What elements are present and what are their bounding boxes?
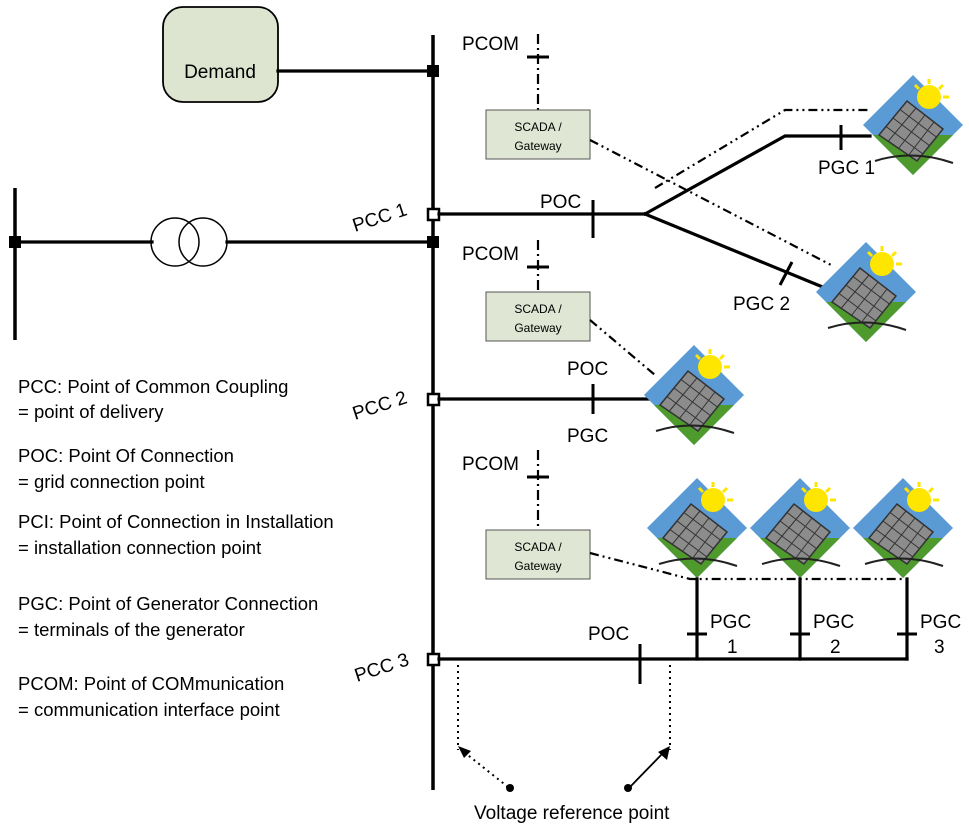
legend-poc-desc: = grid connection point [18, 471, 205, 492]
pv-panel-4 [645, 476, 749, 580]
pcom-label-2: PCOM [462, 244, 519, 265]
comm-line-pv3 [589, 319, 656, 376]
pgc3-3-label: PGC [920, 612, 961, 633]
scada-line1-1: SCADA / [514, 120, 562, 134]
comm-line-pv1 [654, 108, 870, 189]
legend: PCC: Point of Common Coupling = point of… [18, 376, 334, 720]
pv-panel-3 [642, 343, 746, 447]
voltage-ref-dot-right [624, 784, 632, 792]
scada-line1-3: SCADA / [514, 540, 562, 554]
voltage-ref-arrow-right [629, 751, 665, 788]
voltage-ref-dot-left [506, 784, 514, 792]
transformer-winding-1 [150, 217, 200, 267]
scada-gateway-1 [485, 109, 591, 160]
scada-line2-3: Gateway [514, 559, 561, 573]
pcc1-label: PCC 1 [350, 199, 410, 236]
pgc-label-2: PGC [567, 426, 608, 447]
pv-panel-1 [861, 73, 965, 177]
pv-panel-2 [814, 240, 918, 344]
pcc1-node [426, 207, 441, 222]
demand-label: Demand [184, 62, 256, 83]
pcom-label-1: PCOM [462, 34, 519, 55]
pcc3-node [426, 652, 441, 667]
grid-node [9, 236, 21, 248]
comm-line-pv2 [589, 139, 834, 267]
legend-pcc-abbr: PCC: Point of Common Coupling [18, 376, 288, 397]
scada-gateway-3 [485, 529, 591, 580]
pgc3-2-label: PGC [813, 612, 854, 633]
legend-pci-abbr: PCI: Point of Connection in Installation [18, 511, 334, 532]
pgc2-marker [778, 261, 794, 286]
voltage-ref-arrow-left [463, 751, 509, 788]
transformer-bus-node [427, 236, 439, 248]
pcc2-label: PCC 2 [350, 387, 410, 424]
branch-pgc2 [642, 211, 833, 293]
legend-pcom-abbr: PCOM: Point of COMmunication [18, 673, 284, 694]
demand-box [162, 6, 279, 103]
pgc3-1-label: PGC [710, 612, 751, 633]
legend-pci-desc: = installation connection point [18, 537, 261, 558]
pgc1-label: PGC 1 [818, 158, 875, 179]
transformer-winding-2 [178, 217, 228, 267]
voltage-ref-arrowhead-left [458, 746, 471, 758]
legend-pcom-desc: = communication interface point [18, 699, 280, 720]
pgc3-1-number: 1 [727, 637, 738, 658]
scada-gateway-2 [485, 291, 591, 342]
pcom-label-3: PCOM [462, 454, 519, 475]
pcc2-node [426, 392, 441, 407]
poc-label-3: POC [588, 624, 629, 645]
voltage-ref-arrowhead-right [658, 746, 670, 760]
legend-pcc-desc: = point of delivery [18, 401, 164, 422]
poc-label-2: POC [567, 359, 608, 380]
pv-panel-6 [851, 476, 955, 580]
voltage-reference-label: Voltage reference point [474, 803, 670, 824]
poc-label-1: POC [540, 192, 581, 213]
pcc3-label: PCC 3 [352, 649, 412, 686]
pgc3-2-number: 2 [830, 637, 841, 658]
legend-poc-abbr: POC: Point Of Connection [18, 445, 234, 466]
scada-line2-1: Gateway [514, 139, 561, 153]
pgc3-3-number: 3 [934, 637, 945, 658]
pv-panel-5 [748, 476, 852, 580]
scada-line1-2: SCADA / [514, 302, 562, 316]
pgc2-label: PGC 2 [733, 294, 790, 315]
scada-line2-2: Gateway [514, 321, 561, 335]
comm-line-pv456 [589, 551, 907, 581]
legend-pgc-abbr: PGC: Point of Generator Connection [18, 593, 318, 614]
demand-node [427, 65, 439, 77]
legend-pgc-desc: = terminals of the generator [18, 619, 245, 640]
